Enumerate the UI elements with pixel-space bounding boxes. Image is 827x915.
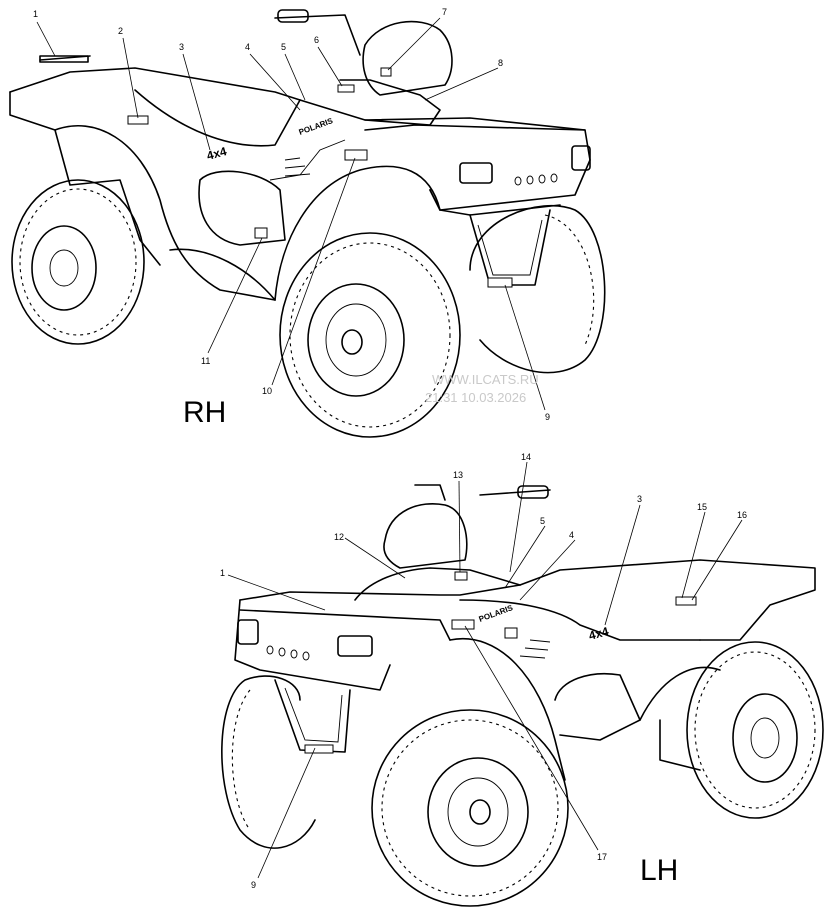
rh-callout-5: 5	[281, 42, 286, 52]
watermark: WWW.ILCATS.RU 21:31 10.03.2026	[425, 372, 539, 405]
lh-rear-wheel	[686, 641, 824, 819]
lh-bumper-holes	[266, 645, 310, 661]
rh-decal-headlight	[380, 67, 392, 77]
rh-view-label: RH	[183, 396, 226, 429]
lh-decal-rear-fender	[675, 596, 697, 606]
rh-decal-side-panel	[254, 227, 268, 239]
rh-callout-6: 6	[314, 35, 319, 45]
rh-callout-3: 3	[179, 42, 184, 52]
rh-callout-7: 7	[442, 7, 447, 17]
rh-model-decal: 4x4	[205, 144, 228, 163]
watermark-line-1: WWW.ILCATS.RU	[432, 372, 539, 387]
rh-callouts: 1 2 3 4 5 6 7 8 9 10 11	[33, 7, 550, 422]
lh-callout-1: 1	[220, 568, 225, 578]
lh-decals: 4x4 POLARIS	[304, 571, 697, 754]
rh-callout-2: 2	[118, 26, 123, 36]
lh-view-label: LH	[640, 854, 678, 887]
rh-callout-4: 4	[245, 42, 250, 52]
rh-front-wheel	[279, 232, 461, 438]
rh-body	[9, 9, 591, 301]
lh-atv-drawing: 4x4 POLARIS LH	[221, 461, 824, 907]
lh-callout-14: 14	[521, 452, 531, 462]
rh-decals: 4x4 POLARIS	[127, 67, 513, 288]
lh-callout-17: 17	[597, 852, 607, 862]
lh-callout-15: 15	[697, 502, 707, 512]
lh-callout-13: 13	[453, 470, 463, 480]
rh-brand-decal: POLARIS	[298, 116, 335, 137]
lh-callout-16: 16	[737, 510, 747, 520]
rh-callout-1: 1	[33, 9, 38, 19]
rh-side-stripes	[284, 157, 311, 177]
rh-rear-wheel	[11, 179, 145, 345]
lh-callout-3: 3	[637, 494, 642, 504]
rh-callout-11: 11	[201, 356, 210, 366]
rh-bumper-holes	[514, 173, 558, 186]
lh-callout-4: 4	[569, 530, 574, 540]
lh-leader-lines	[227, 461, 743, 879]
rh-decal-front-fender	[344, 149, 368, 161]
lh-decal-side-panel	[504, 627, 518, 639]
rh-decal-fuel-tank	[337, 84, 355, 93]
lh-callout-12: 12	[334, 532, 344, 542]
lh-brand-decal: POLARIS	[478, 603, 515, 624]
rh-callout-8: 8	[498, 58, 503, 68]
rh-leader-lines	[36, 17, 546, 411]
lh-callout-5: 5	[540, 516, 545, 526]
lh-far-front-wheel	[221, 675, 316, 849]
rh-decal-front-guard	[487, 277, 513, 288]
lh-callouts: 1 3 4 5 9 12 13 14 15 16 17	[220, 452, 747, 890]
lh-callout-9: 9	[251, 880, 256, 890]
rh-callout-9: 9	[545, 412, 550, 422]
lh-decal-front-guard	[304, 744, 334, 754]
lh-decal-fuel-tank	[454, 571, 468, 581]
lh-body	[234, 484, 816, 781]
rh-atv-drawing: 4x4 POLARIS RH	[9, 9, 606, 438]
lh-model-decal: 4x4	[587, 624, 610, 643]
lh-decal-front-fender	[451, 619, 475, 630]
rh-far-front-wheel	[469, 205, 606, 374]
watermark-line-2: 21:31 10.03.2026	[425, 390, 526, 405]
rh-callout-10: 10	[262, 386, 272, 396]
lh-side-stripes	[519, 639, 551, 659]
lh-front-wheel	[371, 709, 569, 907]
